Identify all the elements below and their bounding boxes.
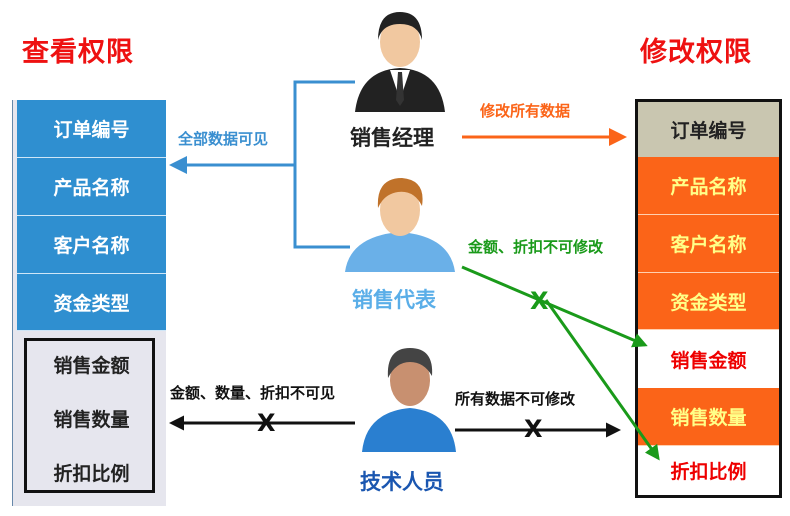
tech-no-edit-label: 所有数据不可修改: [455, 390, 576, 408]
green-x-mark: X: [530, 287, 549, 315]
view-field: 资金类型: [17, 274, 166, 331]
tech-no-view-label: 金额、数量、折扣不可见: [170, 384, 336, 402]
view-field-hidden: 折扣比例: [53, 462, 130, 485]
black-x-mark: X: [524, 415, 543, 443]
view-field: 客户名称: [17, 216, 166, 274]
view-permission-title: 查看权限: [22, 37, 134, 68]
tech-avatar-icon: [362, 348, 456, 452]
edit-field: 产品名称: [638, 157, 779, 215]
edit-fields-column: 订单编号 产品名称 客户名称 资金类型 销售金额 销售数量 折扣比例: [635, 99, 782, 498]
manager-avatar-icon: [355, 12, 445, 112]
view-field: 订单编号: [17, 100, 166, 158]
rep-no-edit-label: 金额、折扣不可修改: [468, 238, 604, 256]
edit-field: 销售数量: [638, 388, 779, 446]
role-manager: 销售经理: [350, 126, 434, 150]
edit-permission-title: 修改权限: [640, 37, 752, 68]
view-fields-column: 订单编号 产品名称 客户名称 资金类型 销售金额 销售数量 折扣比例: [12, 100, 166, 506]
hidden-fields-box: [24, 338, 155, 493]
role-rep: 销售代表: [352, 288, 436, 312]
blue-bracket: [293, 80, 355, 249]
edit-all-label: 修改所有数据: [480, 102, 571, 120]
edit-field-restricted: 折扣比例: [638, 446, 779, 495]
edit-field-locked: 订单编号: [638, 102, 779, 157]
view-field: 产品名称: [17, 158, 166, 216]
edit-field-restricted: 销售金额: [638, 330, 779, 388]
rep-amount-arrow: [461, 265, 648, 348]
rep-discount-arrow: [544, 299, 660, 461]
edit-field: 客户名称: [638, 215, 779, 273]
role-tech: 技术人员: [360, 470, 444, 494]
rep-avatar-icon: [345, 178, 455, 272]
black-x-mark: X: [257, 409, 276, 437]
edit-field: 资金类型: [638, 273, 779, 330]
all-visible-label: 全部数据可见: [178, 130, 269, 148]
view-field-hidden: 销售数量: [53, 408, 130, 431]
view-field-hidden: 销售金额: [53, 354, 130, 377]
